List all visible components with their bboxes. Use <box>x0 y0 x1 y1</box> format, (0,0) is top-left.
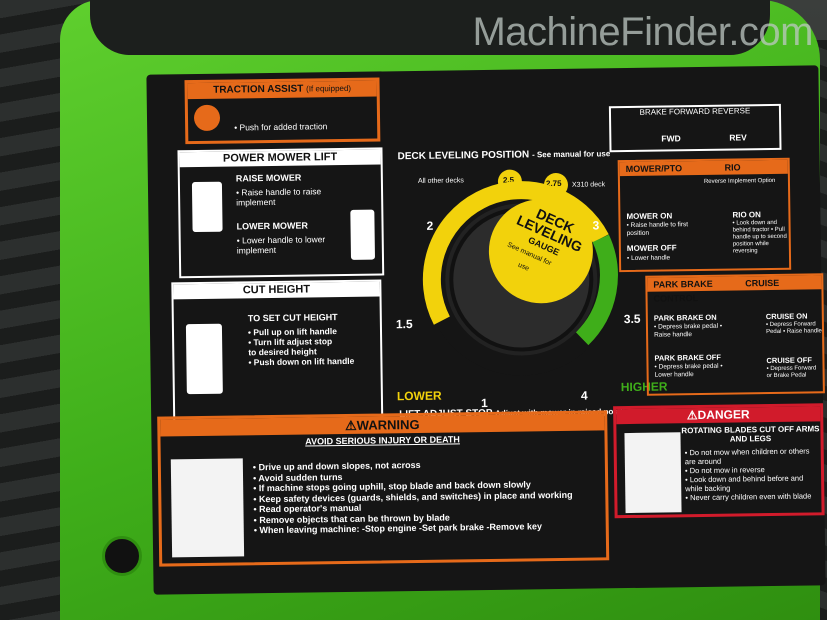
park-brake-off-text: • Depress brake pedal • Lower handle <box>654 362 723 379</box>
mower-pto-label: MOWER/PTO <box>625 163 683 175</box>
deck-leveling-title: DECK LEVELING POSITION - See manual for … <box>397 148 610 162</box>
green-arc <box>575 234 618 346</box>
tick-2: 2 <box>426 218 434 233</box>
danger-item: • Never carry children even with blade <box>685 491 812 503</box>
danger-title: ⚠DANGER <box>616 406 821 425</box>
mower-on-text: • Raise handle to first position <box>626 221 689 238</box>
traction-equipped-note: (If equipped) <box>306 83 352 94</box>
lift-handle-icon <box>185 323 223 395</box>
cut-step: • Push down on lift handle <box>248 355 355 368</box>
warning-panel: ⚠WARNING AVOID SERIOUS INJURY OR DEATH •… <box>157 410 610 567</box>
mower-pto-panel: MOWER/PTO RIO Reverse Implement Option M… <box>617 157 792 273</box>
traction-assist-title: TRACTION ASSIST (If equipped) <box>187 80 377 100</box>
cut-height-title: CUT HEIGHT <box>173 281 380 300</box>
cut-height-panel: CUT HEIGHT TO SET CUT HEIGHT • Pull up o… <box>171 279 384 431</box>
control-decal: TRACTION ASSIST (If equipped) • Push for… <box>146 65 826 595</box>
tick-3: 3 <box>592 218 600 233</box>
traction-assist-icon <box>193 104 221 132</box>
cruise-on-title: CRUISE ON <box>765 311 808 322</box>
mower-off-text: • Lower handle <box>626 254 671 263</box>
lower-label: LOWER <box>396 388 442 404</box>
deck-leveling-label: DECK LEVELING POSITION <box>397 149 530 163</box>
tick-4: 4 <box>580 388 588 403</box>
lower-mower-text: • Lower handle to lower implement <box>236 234 326 256</box>
rio-label: RIO <box>724 162 741 173</box>
deck-leveling-knob[interactable]: DECK LEVELING GAUGE See manual for use <box>410 168 633 391</box>
deck-leveling-manual-note: - See manual for use <box>531 149 611 160</box>
park-brake-off-title: PARK BRAKE OFF <box>654 352 721 363</box>
power-mower-lift-panel: POWER MOWER LIFT RAISE MOWER • Raise han… <box>177 147 385 279</box>
danger-item: • Look down and behind before and while … <box>685 473 804 494</box>
park-brake-on-title: PARK BRAKE ON <box>653 312 717 323</box>
mower-deck-icon <box>350 209 376 260</box>
rio-note: Reverse Implement Option <box>703 177 776 185</box>
cruise-off-text: • Depress Forward or Brake Pedal <box>766 365 817 380</box>
lower-mower-title: LOWER MOWER <box>236 220 309 232</box>
power-mower-lift-title: POWER MOWER LIFT <box>179 149 381 168</box>
cruise-off-title: CRUISE OFF <box>766 355 812 366</box>
mower-pto-title: MOWER/PTO RIO <box>619 159 788 177</box>
park-brake-panel: PARK BRAKE CRUISE CONTROL PARK BRAKE ON … <box>645 273 825 396</box>
knob-graphic <box>422 181 618 376</box>
danger-item: • Do not mow when children or others are… <box>684 446 810 467</box>
brake-forward-reverse-panel: BRAKE FORWARD REVERSE FWD REV <box>608 103 782 153</box>
fender-hole <box>102 536 142 576</box>
tick-15: 1.5 <box>395 317 413 332</box>
gauge-cap <box>488 199 593 304</box>
yellow-arc <box>422 181 609 325</box>
mower-on-title: MOWER ON <box>626 211 673 222</box>
danger-list: • Do not mow when children or others are… <box>685 446 822 502</box>
seat-area <box>90 0 770 55</box>
lift-lever-icon <box>191 181 223 233</box>
set-cut-height-title: TO SET CUT HEIGHT <box>247 312 338 324</box>
rio-on-text: • Look down and behind tractor • Pull ha… <box>732 219 787 255</box>
traction-assist-panel: TRACTION ASSIST (If equipped) • Push for… <box>184 77 381 145</box>
traction-assist-label: TRACTION ASSIST <box>213 83 304 96</box>
fwd-label: FWD <box>661 133 681 144</box>
slope-warning-pictogram <box>170 458 245 558</box>
cut-height-steps: • Pull up on lift handle • Turn lift adj… <box>248 326 354 367</box>
raise-mower-text: • Raise handle to raise implement <box>235 186 322 208</box>
danger-subtitle: ROTATING BLADES CUT OFF ARMS AND LEGS <box>681 424 820 444</box>
cruise-on-text: • Depress Forward Pedal • Raise handle <box>765 321 822 336</box>
warning-list: • Drive up and down slopes, not across •… <box>253 458 573 536</box>
rev-label: REV <box>729 132 747 143</box>
danger-panel: ⚠DANGER ROTATING BLADES CUT OFF ARMS AND… <box>613 403 825 519</box>
traction-assist-text: • Push for added traction <box>234 121 328 133</box>
blade-danger-pictogram <box>624 432 682 514</box>
park-brake-title: PARK BRAKE CRUISE CONTROL <box>647 275 822 304</box>
mower-off-title: MOWER OFF <box>626 243 677 254</box>
raise-mower-title: RAISE MOWER <box>235 172 302 184</box>
rio-on-title: RIO ON <box>732 210 761 220</box>
tick-35: 3.5 <box>623 311 641 327</box>
park-brake-on-text: • Depress brake pedal • Raise handle <box>653 322 723 339</box>
brake-box-title: BRAKE FORWARD REVERSE <box>639 106 751 117</box>
watermark: MachineFinder.com <box>472 10 813 54</box>
park-brake-label: PARK BRAKE <box>653 278 713 290</box>
